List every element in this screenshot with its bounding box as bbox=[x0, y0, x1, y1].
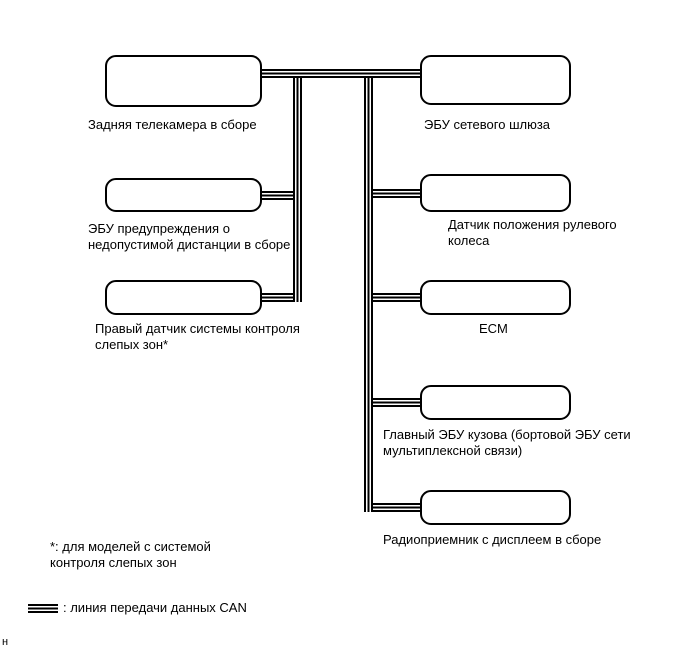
node-steering-sensor-box bbox=[420, 174, 571, 212]
can-line-legend-icon bbox=[28, 604, 58, 613]
node-gateway-ecu-box bbox=[420, 55, 571, 105]
can-bus-main bbox=[260, 69, 422, 78]
node-steering-sensor-label: Датчик положения рулевого колеса bbox=[448, 217, 617, 249]
legend-label: : линия передачи данных CAN bbox=[63, 600, 247, 615]
node-main-body-ecu-label: Главный ЭБУ кузова (бортовой ЭБУ сети му… bbox=[383, 427, 631, 459]
node-blind-spot-sensor-box bbox=[105, 280, 262, 315]
node-rear-camera-box bbox=[105, 55, 262, 107]
can-branch-ecm bbox=[372, 293, 422, 302]
node-distance-warning-ecu-box bbox=[105, 178, 262, 212]
can-branch-steering-sensor bbox=[372, 189, 422, 198]
can-trunk-left bbox=[293, 69, 302, 302]
node-radio-display-label: Радиоприемник с дисплеем в сборе bbox=[383, 532, 602, 547]
node-ecm-box bbox=[420, 280, 571, 315]
can-trunk-right bbox=[364, 69, 373, 512]
node-gateway-ecu-label: ЭБУ сетевого шлюза bbox=[424, 117, 551, 132]
node-distance-warning-ecu-label: ЭБУ предупреждения о недопустимой дистан… bbox=[88, 221, 291, 253]
footnote: *: для моделей с системой контроля слепы… bbox=[50, 539, 211, 571]
node-ecm-label: ECM bbox=[479, 321, 508, 336]
can-branch-distance-warning bbox=[260, 191, 295, 200]
can-branch-blind-spot bbox=[260, 293, 295, 302]
node-radio-display-box bbox=[420, 490, 571, 525]
can-branch-main-body-ecu bbox=[372, 398, 422, 407]
node-blind-spot-sensor-label: Правый датчик системы контроля слепых зо… bbox=[95, 321, 300, 353]
can-branch-radio bbox=[372, 503, 422, 512]
node-rear-camera-label: Задняя телекамера в сборе bbox=[88, 117, 257, 132]
node-main-body-ecu-box bbox=[420, 385, 571, 420]
corner-char: н bbox=[2, 636, 9, 648]
